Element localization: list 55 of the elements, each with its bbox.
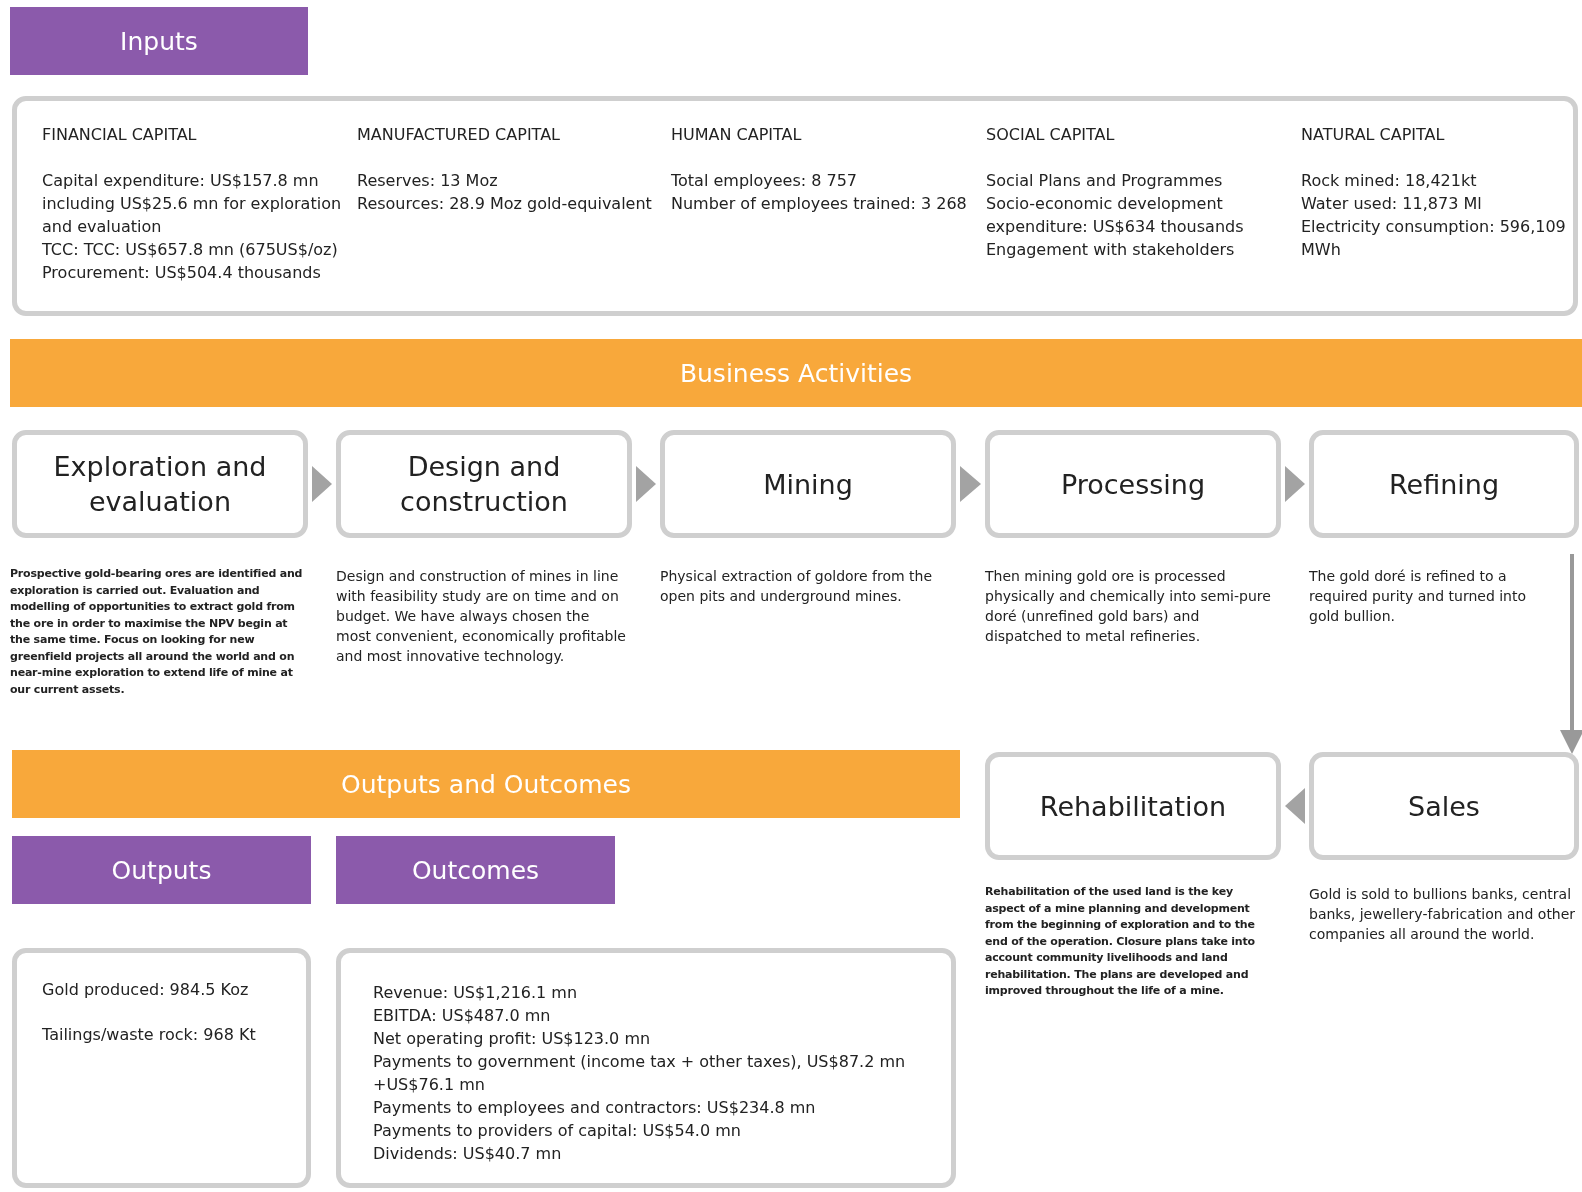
results-box (336, 948, 956, 1188)
capital-item: Total employees: 8 757 (671, 170, 859, 192)
process-box: Rehabilitation (985, 752, 1281, 860)
process-box: Exploration and evaluation (12, 430, 308, 538)
capital-item: Electricity consumption: 596,109 MWh (1301, 216, 1567, 261)
capital-item: TCC: TCC: US$657.8 mn (675US$/oz) (42, 239, 339, 261)
capital-item: Rock mined: 18,421kt (1301, 170, 1478, 192)
section-header: Inputs (10, 7, 308, 75)
section-band: Business Activities (10, 339, 1582, 407)
step-description: Rehabilitation of the used land is the key aspect of a mine planning and development from the beginning of exploration and to the end of the operation. Closure plans take into account community livelihoods and land rehabilitation. The plans are developed and improved throughout the life of a mine. (985, 884, 1256, 999)
capital-item: Engagement with stakeholders (986, 239, 1236, 261)
step-description: Prospective gold-bearing ores are identified and exploration is carried out. Evaluation and modelling of opportunities to extract gold from the ore in order to maximise the NPV begin at the same time. Focus on looking for new greenfield projects all around the world and on near-mine exploration to extend life of mine at our current assets. (10, 566, 304, 698)
capital-item: Resources: 28.9 Moz gold-equivalent (357, 193, 653, 215)
step-description: Physical extraction of goldore from the open pits and underground mines. (660, 567, 934, 606)
step-description: Then mining gold ore is processed physically and chemically into semi-pure doré (unrefined gold bars) and dispatched to metal refineries. (985, 567, 1272, 646)
column-heading: HUMAN CAPITAL (671, 124, 803, 146)
result-item: Dividends: US$40.7 mn (373, 1143, 563, 1165)
column-heading: FINANCIAL CAPITAL (42, 124, 198, 146)
column-heading: MANUFACTURED CAPITAL (357, 124, 561, 146)
process-box: Processing (985, 430, 1281, 538)
capital-item: Reserves: 13 Moz (357, 170, 499, 192)
chevron-arrow (1285, 466, 1305, 502)
result-item: Tailings/waste rock: 968 Kt (42, 1024, 257, 1046)
result-item: Revenue: US$1,216.1 mn (373, 982, 579, 1004)
result-item: Payments to employees and contractors: US$234.8 mn (373, 1097, 817, 1119)
section-header: Outcomes (336, 836, 615, 904)
result-item: Net operating profit: US$123.0 mn (373, 1028, 652, 1050)
capital-item: Socio-economic development expenditure: US$634 thousands (986, 193, 1245, 238)
result-item: Gold produced: 984.5 Koz (42, 979, 250, 1001)
capital-item: Capital expenditure: US$157.8 mn including US$25.6 mn for exploration and evaluation (42, 170, 342, 238)
section-header: Outputs (12, 836, 311, 904)
capital-item: Social Plans and Programmes (986, 170, 1224, 192)
chevron-arrow (1285, 788, 1305, 824)
arrow (1560, 554, 1582, 754)
capital-item: Water used: 11,873 Ml (1301, 193, 1483, 215)
chevron-arrow (960, 466, 981, 502)
inputs-panel (12, 96, 1578, 316)
capital-item: Procurement: US$504.4 thousands (42, 262, 322, 284)
step-description: Design and construction of mines in line with feasibility study are on time and on budget. We have always chosen the most convenient, economically profitable and most innovative technology. (336, 567, 626, 666)
chevron-arrow (312, 466, 332, 502)
results-box (12, 948, 311, 1188)
section-band: Outputs and Outcomes (12, 750, 960, 818)
process-box: Sales (1309, 752, 1579, 860)
step-description: The gold doré is refined to a required purity and turned into gold bullion. (1309, 567, 1528, 626)
step-description: Gold is sold to bullions banks, central banks, jewellery-fabrication and other companies all around the world. (1309, 885, 1577, 944)
result-item: EBITDA: US$487.0 mn (373, 1005, 552, 1027)
capital-item: Number of employees trained: 3 268 (671, 193, 968, 215)
chevron-arrow (636, 466, 656, 502)
column-heading: NATURAL CAPITAL (1301, 124, 1446, 146)
process-box: Design and construction (336, 430, 632, 538)
process-box: Mining (660, 430, 956, 538)
column-heading: SOCIAL CAPITAL (986, 124, 1116, 146)
result-item: Payments to government (income tax + other taxes), US$87.2 mn +US$76.1 mn (373, 1051, 907, 1096)
result-item: Payments to providers of capital: US$54.0 mn (373, 1120, 742, 1142)
process-box: Refining (1309, 430, 1579, 538)
